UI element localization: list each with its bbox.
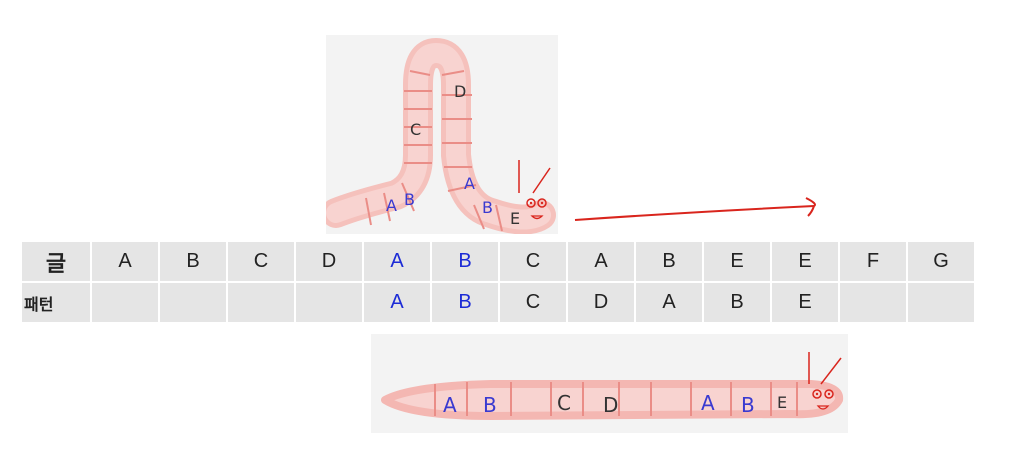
text-cell: C: [228, 242, 294, 281]
text-cell: G: [908, 242, 974, 281]
text-cell: A: [364, 242, 430, 281]
worm-bottom-letter: C: [557, 391, 571, 415]
pattern-cell: A: [364, 283, 430, 322]
pattern-cell: [908, 283, 974, 322]
text-cell: B: [160, 242, 226, 281]
text-cell: D: [296, 242, 362, 281]
pattern-cell: [92, 283, 158, 322]
worm-bottom-letter: A: [701, 391, 715, 415]
shift-right-arrow: [574, 197, 816, 221]
text-cell: B: [636, 242, 702, 281]
worm-top-letter: B: [404, 190, 415, 209]
text-cell: A: [92, 242, 158, 281]
worm-bottom-illustration: A B C D A B E: [371, 334, 848, 433]
text-cell: C: [500, 242, 566, 281]
text-cell: B: [432, 242, 498, 281]
text-cell: A: [568, 242, 634, 281]
pattern-cell: [160, 283, 226, 322]
worm-bottom-body: [381, 380, 844, 420]
text-cell: F: [840, 242, 906, 281]
worm-top-letter: D: [454, 82, 466, 101]
pattern-cell: [840, 283, 906, 322]
worm-top-illustration: D C A B A B E: [326, 35, 558, 234]
pattern-cell: B: [704, 283, 770, 322]
pattern-cell: C: [500, 283, 566, 322]
worm-bottom-letter: B: [741, 393, 755, 417]
pattern-cell: D: [568, 283, 634, 322]
pattern-cell: A: [636, 283, 702, 322]
worm-bottom-letter: E: [777, 393, 787, 412]
pattern-cell: [228, 283, 294, 322]
pattern-cell: B: [432, 283, 498, 322]
worm-bottom-letter: A: [443, 393, 457, 417]
text-row-label: 글: [22, 242, 90, 281]
worm-top-letter: E: [510, 209, 520, 228]
text-cell: E: [704, 242, 770, 281]
worm-bottom-letter: B: [483, 393, 497, 417]
worm-top-letter: A: [386, 196, 397, 215]
text-cell: E: [772, 242, 838, 281]
pattern-row-label: 패턴: [22, 283, 90, 322]
worm-top-letter: B: [482, 198, 493, 217]
pattern-cell: E: [772, 283, 838, 322]
worm-top-letter: C: [410, 120, 421, 139]
pattern-cell: [296, 283, 362, 322]
worm-top-letter: A: [464, 174, 475, 193]
worm-bottom-letter: D: [603, 393, 618, 417]
